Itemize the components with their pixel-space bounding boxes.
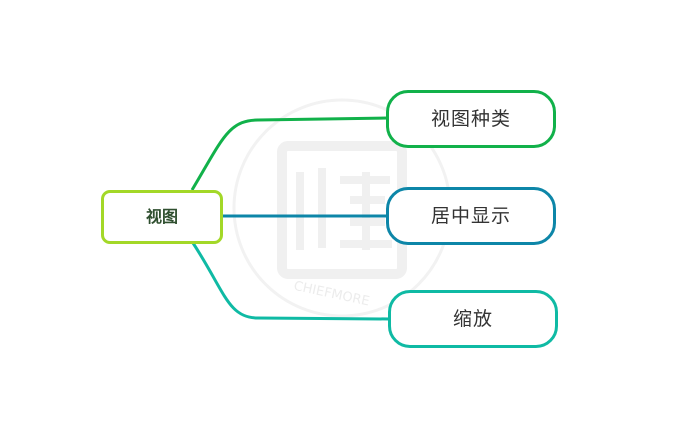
root-node-view[interactable]: 视图 [101,190,223,244]
connector-view-types [190,116,389,191]
child-node-zoom[interactable]: 缩放 [388,290,558,348]
connector-zoom [191,242,391,321]
child-node-center-display[interactable]: 居中显示 [386,187,556,245]
watermark-text: CHIEFMORE [292,279,371,310]
watermark-seal-strokes [296,168,392,250]
child-node-view-types[interactable]: 视图种类 [386,90,556,148]
